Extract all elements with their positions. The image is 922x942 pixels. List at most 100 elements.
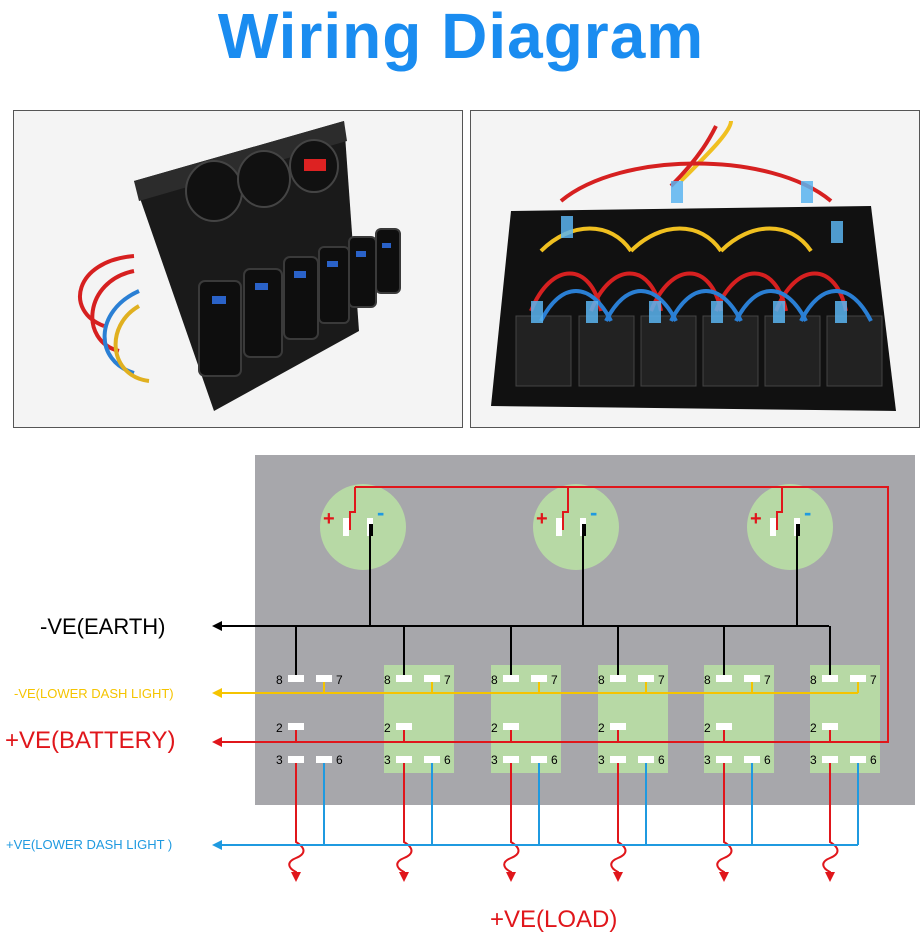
pin-2-label: 2 [598, 721, 605, 735]
pin-6-label: 6 [764, 753, 771, 767]
socket-plus-sign: + [536, 508, 548, 530]
pin-3-terminal [610, 756, 626, 763]
pin-8-terminal [822, 675, 838, 682]
pin-8-terminal [716, 675, 732, 682]
pin-3-terminal [396, 756, 412, 763]
socket-pin-left [556, 518, 562, 536]
pin-8-label: 8 [276, 673, 283, 687]
switch-3: 8 7 2 3 6 [491, 626, 561, 882]
switch-highlight [810, 665, 880, 773]
pin-7-terminal [531, 675, 547, 682]
earth-label: -VE(EARTH) [40, 614, 166, 639]
switch-panel-front-photo [13, 110, 463, 428]
pin-6-terminal [638, 756, 654, 763]
pin-3-label: 3 [384, 753, 391, 767]
switch-2: 8 7 2 3 6 [384, 626, 454, 882]
socket-circle [320, 484, 406, 570]
pin-8-terminal [610, 675, 626, 682]
pin-3-label: 3 [598, 753, 605, 767]
socket-positive-wire [776, 487, 783, 530]
pin-8-terminal [503, 675, 519, 682]
pin-8-label: 8 [810, 673, 817, 687]
socket-pin-left [343, 518, 349, 536]
pin-8-label: 8 [704, 673, 711, 687]
pin-6-label: 6 [444, 753, 451, 767]
socket-2: +- [533, 484, 619, 626]
pin-6-label: 6 [336, 753, 343, 767]
socket-plus-sign: + [323, 508, 335, 530]
socket-earth-wire [582, 524, 586, 570]
pin-3-label: 3 [704, 753, 711, 767]
pin-3-label: 3 [491, 753, 498, 767]
lower-dash-light-positive-label: +VE(LOWER DASH LIGHT ) [6, 837, 173, 852]
pin-7-label: 7 [764, 673, 771, 687]
pin-6-terminal [744, 756, 760, 763]
pin-3-terminal [822, 756, 838, 763]
pin-7-label: 7 [444, 673, 451, 687]
pin-3-terminal [288, 756, 304, 763]
socket-1: +- [320, 484, 406, 626]
pin-6-label: 6 [870, 753, 877, 767]
pin-8-label: 8 [598, 673, 605, 687]
pin-7-label: 7 [336, 673, 343, 687]
socket-positive-wire [562, 487, 569, 530]
pin-8-terminal [396, 675, 412, 682]
socket-circle [533, 484, 619, 570]
lower-dash-light-negative-label: -VE(LOWER DASH LIGHT) [14, 686, 174, 701]
pin-3-label: 3 [810, 753, 817, 767]
pin-8-terminal [288, 675, 304, 682]
switch-6: 8 7 2 3 6 [810, 626, 880, 882]
pin-7-label: 7 [870, 673, 877, 687]
switch-panel-back-photo [470, 110, 920, 428]
battery-label: +VE(BATTERY) [5, 727, 176, 754]
socket-plus-sign: + [750, 508, 762, 530]
pin-2-terminal [503, 723, 519, 730]
pin-7-label: 7 [551, 673, 558, 687]
pin-2-label: 2 [491, 721, 498, 735]
pin-2-terminal [610, 723, 626, 730]
socket-earth-wire [369, 524, 373, 570]
pin-6-terminal [531, 756, 547, 763]
pin-6-terminal [850, 756, 866, 763]
pin-6-label: 6 [551, 753, 558, 767]
page-title: Wiring Diagram [217, 0, 705, 72]
socket-minus-sign: - [804, 500, 811, 525]
pin-6-terminal [424, 756, 440, 763]
pin-2-label: 2 [704, 721, 711, 735]
socket-positive-wire [349, 487, 356, 530]
pin-8-label: 8 [384, 673, 391, 687]
pin-8-label: 8 [491, 673, 498, 687]
pin-7-terminal [316, 675, 332, 682]
socket-minus-sign: - [377, 500, 384, 525]
pin-3-terminal [503, 756, 519, 763]
pin-7-terminal [744, 675, 760, 682]
switch-highlight [384, 665, 454, 773]
pin-2-terminal [288, 723, 304, 730]
pin-2-label: 2 [276, 721, 283, 735]
pin-7-label: 7 [658, 673, 665, 687]
switch-5: 8 7 2 3 6 [704, 626, 774, 882]
socket-circle [747, 484, 833, 570]
pin-6-terminal [316, 756, 332, 763]
pin-2-terminal [822, 723, 838, 730]
pin-2-terminal [396, 723, 412, 730]
switch-1: 8 7 2 3 6 [276, 626, 343, 882]
pin-2-terminal [716, 723, 732, 730]
pin-7-terminal [638, 675, 654, 682]
pin-7-terminal [424, 675, 440, 682]
switch-highlight [704, 665, 774, 773]
pin-3-terminal [716, 756, 732, 763]
switch-highlight [598, 665, 668, 773]
socket-pin-left [770, 518, 776, 536]
pin-2-label: 2 [810, 721, 817, 735]
pin-2-label: 2 [384, 721, 391, 735]
load-label: +VE(LOAD) [490, 906, 618, 933]
pin-3-label: 3 [276, 753, 283, 767]
battery-rail [212, 486, 889, 747]
socket-minus-sign: - [590, 500, 597, 525]
socket-3: +- [747, 484, 833, 626]
switch-highlight [491, 665, 561, 773]
pin-7-terminal [850, 675, 866, 682]
socket-earth-wire [796, 524, 800, 570]
